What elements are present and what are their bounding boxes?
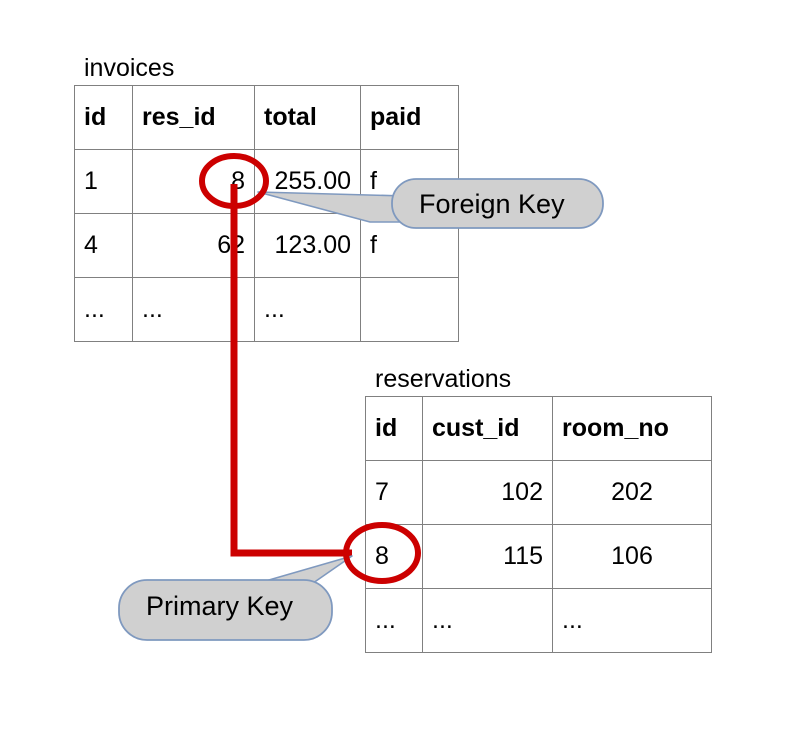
cell-reservations-id: ... xyxy=(365,588,423,653)
table-row: 8 115 106 xyxy=(365,524,712,589)
cell-invoices-id: 1 xyxy=(74,149,133,214)
column-header-invoices-id: id xyxy=(74,85,133,150)
cell-invoices-total: 255.00 xyxy=(254,149,361,214)
cell-reservations-cust_id: ... xyxy=(422,588,553,653)
cell-reservations-room_no: ... xyxy=(552,588,712,653)
table-row-ellipsis: ... ... ... xyxy=(365,588,712,653)
cell-invoices-paid xyxy=(360,277,459,342)
invoices-table-title: invoices xyxy=(84,54,175,82)
table-row-ellipsis: ... ... ... xyxy=(74,277,459,342)
reservations-table-title: reservations xyxy=(375,365,512,393)
cell-invoices-res_id: ... xyxy=(132,277,255,342)
cell-invoices-paid: f xyxy=(360,213,459,278)
table-row: 4 62 123.00 f xyxy=(74,213,459,278)
cell-invoices-res_id: 8 xyxy=(132,149,255,214)
cell-invoices-id: 4 xyxy=(74,213,133,278)
table-row: 1 8 255.00 f xyxy=(74,149,459,214)
cell-invoices-total: ... xyxy=(254,277,361,342)
column-header-invoices-res_id: res_id xyxy=(132,85,255,150)
primary-key-callout-label: Primary Key xyxy=(146,591,294,621)
cell-reservations-cust_id: 115 xyxy=(422,524,553,589)
cell-invoices-id: ... xyxy=(74,277,133,342)
column-header-reservations-cust_id: cust_id xyxy=(422,396,553,461)
table-row: 7 102 202 xyxy=(365,460,712,525)
cell-invoices-paid: f xyxy=(360,149,459,214)
column-header-reservations-id: id xyxy=(365,396,423,461)
cell-invoices-res_id: 62 xyxy=(132,213,255,278)
cell-reservations-cust_id: 102 xyxy=(422,460,553,525)
invoices-table: id res_id total paid 1 8 255.00 f 4 62 1… xyxy=(74,85,459,342)
primary-key-callout-tail xyxy=(223,555,353,598)
table-header-row: id res_id total paid xyxy=(74,85,459,150)
cell-reservations-id: 8 xyxy=(365,524,423,589)
reservations-table: id cust_id room_no 7 102 202 8 115 106 .… xyxy=(365,396,712,653)
cell-invoices-total: 123.00 xyxy=(254,213,361,278)
primary-key-callout-bubble xyxy=(118,579,333,641)
cell-reservations-room_no: 106 xyxy=(552,524,712,589)
column-header-invoices-total: total xyxy=(254,85,361,150)
column-header-reservations-room_no: room_no xyxy=(552,396,712,461)
cell-reservations-room_no: 202 xyxy=(552,460,712,525)
column-header-invoices-paid: paid xyxy=(360,85,459,150)
cell-reservations-id: 7 xyxy=(365,460,423,525)
table-header-row: id cust_id room_no xyxy=(365,396,712,461)
